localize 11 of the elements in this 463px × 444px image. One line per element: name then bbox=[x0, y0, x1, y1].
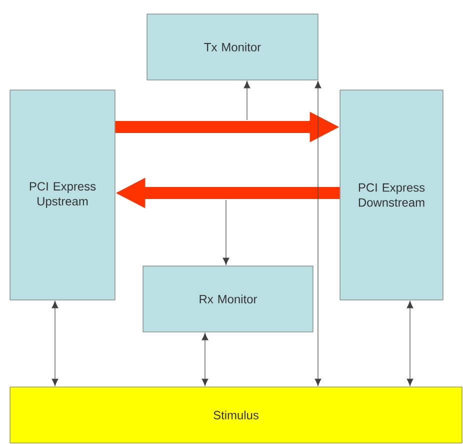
arrow bbox=[202, 332, 208, 386]
arrow bbox=[314, 80, 322, 386]
arrow bbox=[406, 300, 414, 386]
arrow bbox=[244, 80, 250, 120]
arrow bbox=[52, 300, 58, 386]
process-box: PCI Express Downstream bbox=[340, 90, 444, 300]
arrow bbox=[222, 200, 230, 266]
process-box: PCI Express Upstream bbox=[10, 90, 116, 300]
stimulus-bar: Stimulus bbox=[10, 386, 462, 444]
monitor-box: Rx Monitor bbox=[142, 266, 314, 332]
monitor-box: Tx Monitor bbox=[146, 14, 318, 80]
